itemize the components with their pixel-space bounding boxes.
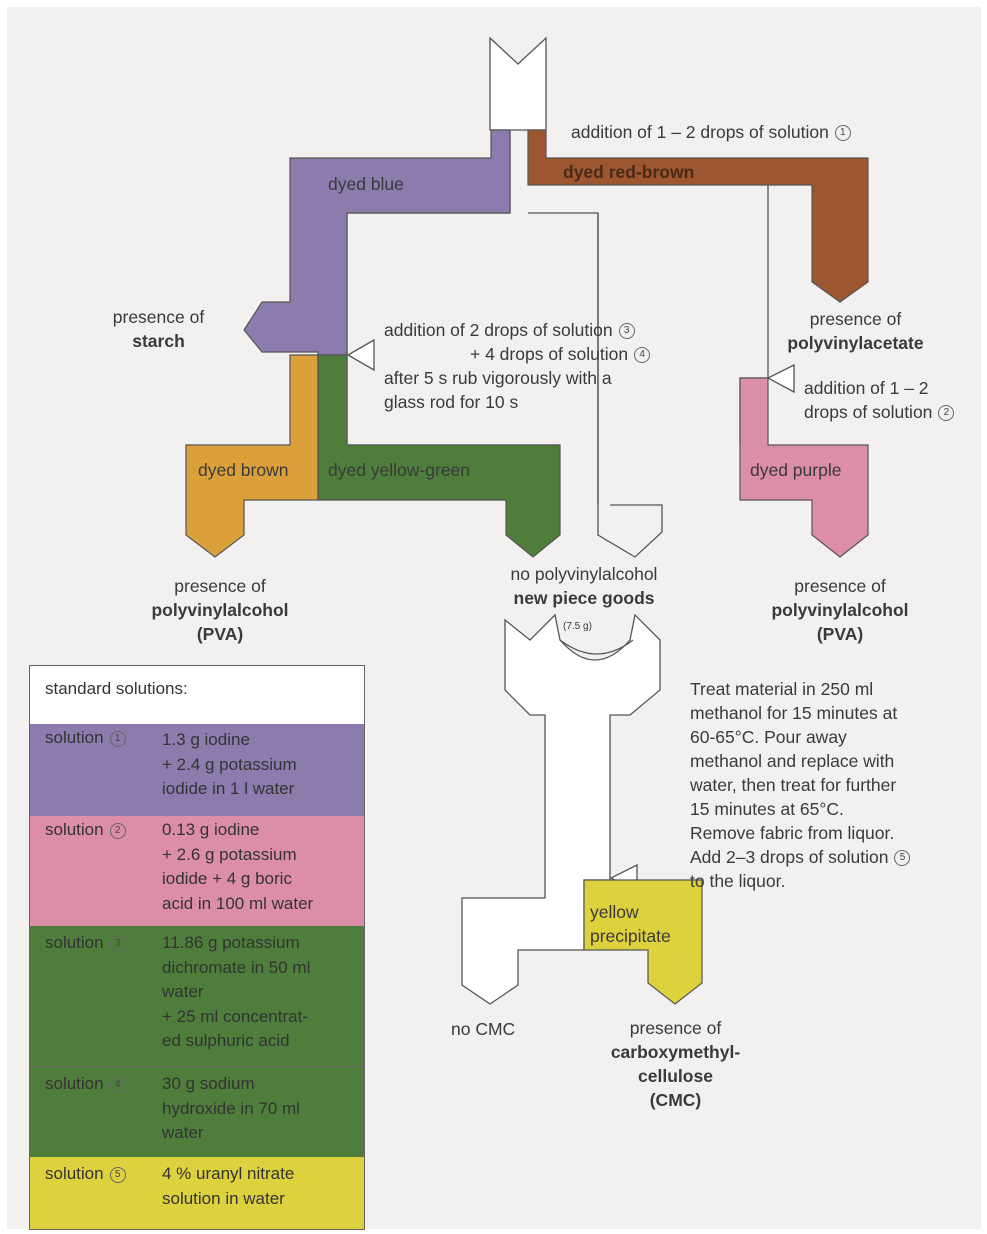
step-2-label: addition of 1 – 2 drops of solution 2 [804, 376, 955, 424]
result-no-cmc: no CMC [451, 1019, 516, 1039]
result-pva-right-line3: (PVA) [816, 624, 864, 644]
step-3-4-label: addition of 2 drops of solution 3 + 4 dro… [384, 318, 651, 414]
legend-solution-label: solution [45, 1074, 104, 1093]
add-marker-3-4 [346, 338, 375, 372]
solution-num-badge: 3 [618, 323, 635, 340]
solution-num-badge: 2 [938, 405, 955, 422]
legend-solution-text: 4 % uranyl nitrate solution in water [162, 1164, 295, 1208]
solution-num-badge: 1 [834, 125, 851, 142]
step-1-label: addition of 1 – 2 drops of solution 1 [571, 120, 851, 144]
treatment-line: 15 minutes at 65°C. [690, 799, 844, 819]
result-cmc-line2: carboxymethyl- [610, 1042, 741, 1062]
legend-solution-4: solution 4 30 g sodium hydroxide in 70 ml… [30, 1066, 364, 1157]
legend-solution-label: solution [45, 728, 104, 747]
solution-num-badge: 1 [109, 730, 126, 747]
channel-dyed-red-brown [527, 129, 869, 303]
result-pvac-line1: presence of [809, 309, 902, 329]
result-pva-left-line3: (PVA) [196, 624, 244, 644]
legend-solution-3: solution 3 11.86 g potassium dichromate i… [30, 926, 364, 1066]
result-pvac-line2: polyvinylacetate [787, 333, 924, 353]
treatment-line: Remove fabric from liquor. [690, 823, 895, 843]
legend-title-row: standard solutions: [30, 666, 364, 724]
legend-solution-2: solution 2 0.13 g iodine + 2.6 g potassiu… [30, 816, 364, 926]
label-dyed-yellow-green: dyed yellow-green [328, 460, 471, 480]
treatment-instructions: Treat material in 250 ml methanol for 15… [690, 677, 911, 893]
step-3-4-line2: + 4 drops of solution [470, 344, 629, 364]
channel-dyed-blue [243, 129, 511, 356]
beaker [461, 613, 661, 1005]
legend-solution-1: solution 1 1.3 g iodine + 2.4 g potassium… [30, 724, 364, 816]
result-pva-left-line1: presence of [174, 576, 266, 596]
solution-num-badge: 5 [894, 850, 911, 867]
standard-solutions-legend: standard solutions: solution 1 1.3 g iodi… [29, 665, 365, 1230]
result-no-pva: no polyvinylalcohol new piece goods [480, 562, 688, 610]
label-yellow-precipitate: yellow precipitate [590, 900, 671, 948]
treatment-line: 60-65°C. Pour away [690, 727, 847, 747]
result-pva-left-line2: polyvinylalcohol [151, 600, 289, 620]
legend-solution-label: solution [45, 820, 104, 839]
add-marker-2 [766, 363, 795, 394]
sample-holder-top [489, 36, 547, 131]
legend-solution-label: solution [45, 933, 104, 952]
label-dyed-purple: dyed purple [750, 460, 842, 480]
result-starch: presence of starch [96, 305, 221, 353]
treatment-line: to the liquor. [690, 871, 786, 891]
legend-solution-text: 0.13 g iodine + 2.6 g potassium iodide +… [162, 820, 314, 913]
sample-weight: (7.5 g) [563, 621, 592, 632]
legend-solution-text: 11.86 g potassium dichromate in 50 ml wa… [162, 933, 311, 1050]
label-dyed-blue: dyed blue [328, 174, 404, 194]
legend-title: standard solutions: [45, 679, 188, 698]
result-pva-right-line1: presence of [794, 576, 886, 596]
step-2-line1: addition of 1 – 2 [804, 378, 929, 398]
treatment-line: Add 2–3 drops of solution [690, 847, 889, 867]
step-1-text: addition of 1 – 2 drops of solution [571, 122, 829, 142]
legend-solution-text: 1.3 g iodine + 2.4 g potassium iodide in… [162, 730, 297, 798]
step-3-4-line4: glass rod for 10 s [384, 392, 519, 412]
label-dyed-red-brown: dyed red-brown [563, 162, 695, 182]
result-starch-line2: starch [132, 331, 185, 351]
treatment-line: methanol for 15 minutes at [690, 703, 898, 723]
result-pvac: presence of polyvinylacetate [768, 307, 943, 355]
label-yellow-precipitate-line2: precipitate [590, 926, 671, 946]
result-cmc: presence of carboxymethyl- cellulose (CM… [588, 1016, 763, 1112]
result-no-pva-line1: no polyvinylalcohol [510, 564, 658, 584]
label-dyed-brown: dyed brown [198, 460, 289, 480]
step-2-line2: drops of solution [804, 402, 933, 422]
sample-dish [559, 639, 634, 655]
result-cmc-line4: (CMC) [649, 1090, 702, 1110]
result-starch-line1: presence of [112, 307, 205, 327]
channel-dyed-purple [739, 377, 869, 558]
treatment-line: water, then treat for further [690, 775, 897, 795]
channel-dyed-brown [185, 354, 319, 558]
legend-solution-label: solution [45, 1164, 104, 1183]
solution-num-badge: 2 [109, 822, 126, 839]
solution-num-badge: 4 [634, 347, 651, 364]
step-3-4-line1: addition of 2 drops of solution [384, 320, 613, 340]
result-pva-right: presence of polyvinylalcohol (PVA) [745, 574, 935, 646]
step-3-4-line3: after 5 s rub vigorously with a [384, 368, 612, 388]
result-cmc-line3: cellulose [638, 1066, 713, 1086]
treatment-line: methanol and replace with [690, 751, 895, 771]
legend-solution-5: solution 5 4 % uranyl nitrate solution in… [30, 1157, 364, 1229]
result-pva-right-line2: polyvinylalcohol [771, 600, 909, 620]
solution-num-badge: 5 [109, 1166, 126, 1183]
result-pva-left: presence of polyvinylalcohol (PVA) [120, 574, 320, 646]
channel-dyed-yellow-green [317, 354, 561, 558]
treatment-line: Treat material in 250 ml [690, 679, 874, 699]
solution-num-badge: 4 [109, 1076, 126, 1093]
label-yellow-precipitate-line1: yellow [590, 902, 639, 922]
result-cmc-line1: presence of [629, 1018, 722, 1038]
legend-solution-text: 30 g sodium hydroxide in 70 ml water [162, 1074, 300, 1142]
channel-yellow-precipitate [583, 879, 703, 1005]
solution-num-badge: 3 [109, 935, 126, 952]
result-no-pva-line2: new piece goods [513, 588, 655, 608]
